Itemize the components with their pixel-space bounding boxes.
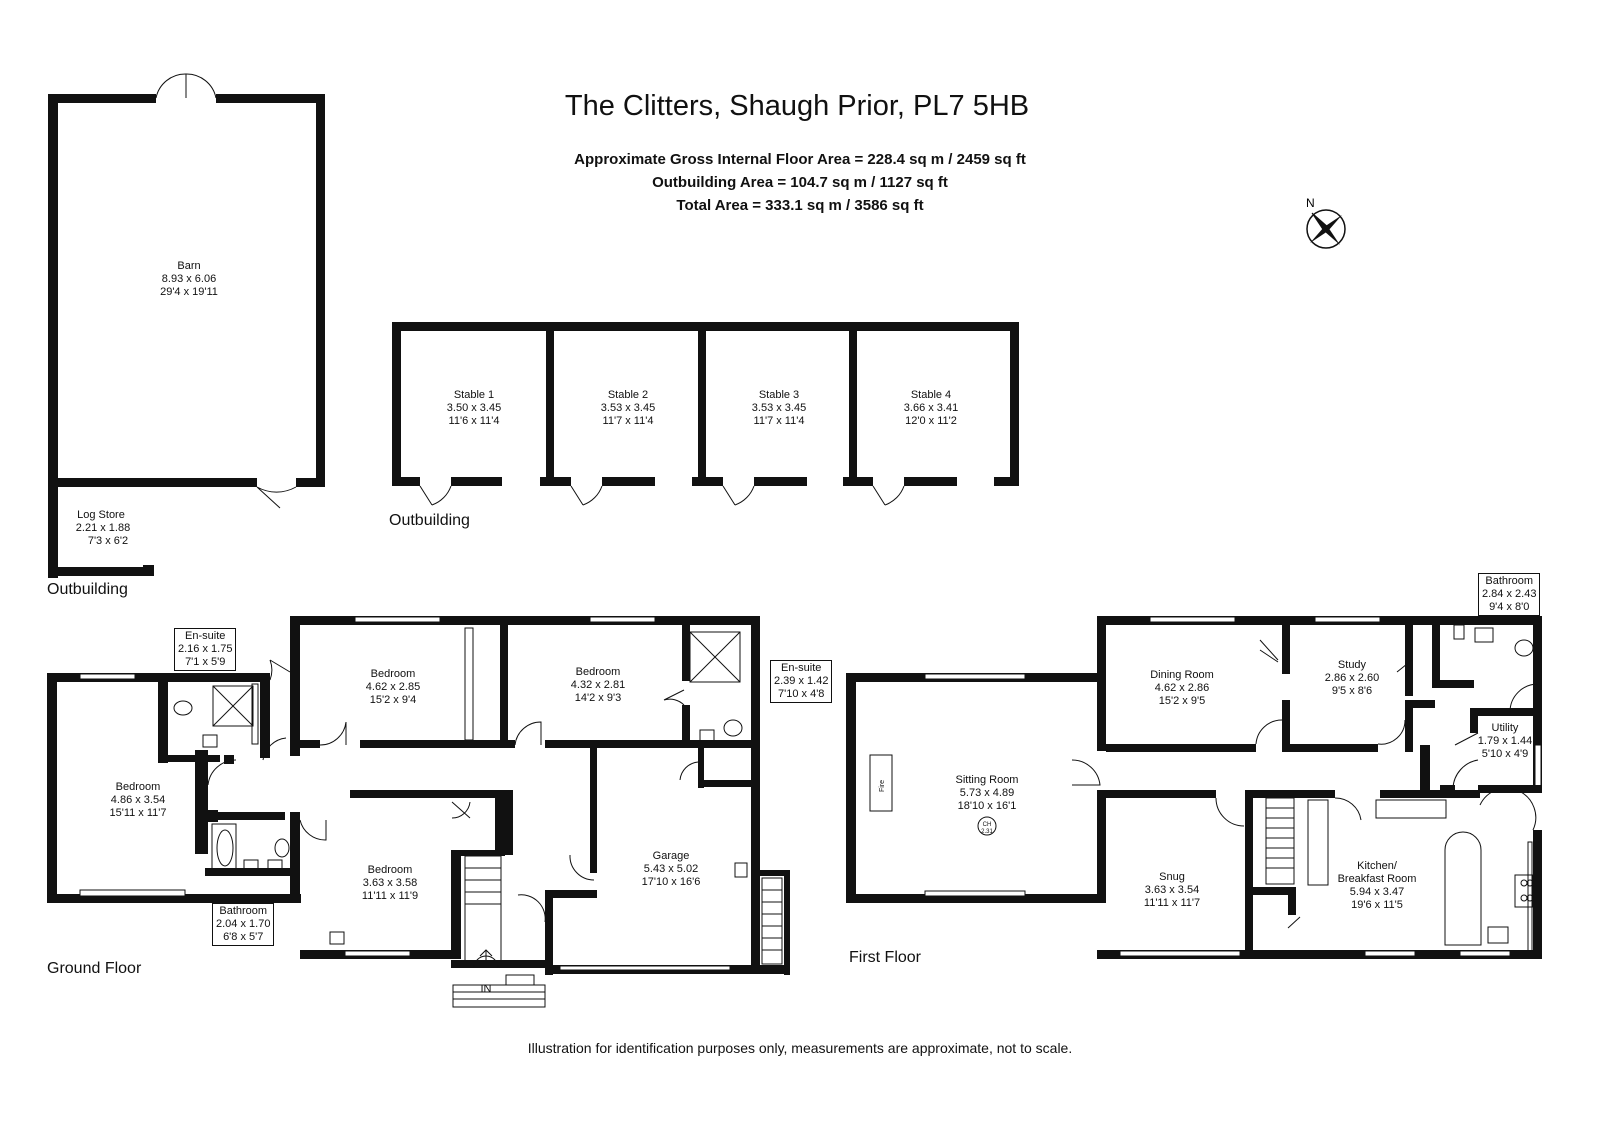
first-floor-walls xyxy=(846,616,1542,959)
svg-text:5'10 x 4'9: 5'10 x 4'9 xyxy=(1482,748,1528,760)
total-area: Total Area = 333.1 sq m / 3586 sq ft xyxy=(676,197,924,214)
fire-label: Fire xyxy=(879,780,886,792)
ground-floor-walls xyxy=(47,616,790,975)
svg-text:11'11 x 11'9: 11'11 x 11'9 xyxy=(362,890,418,902)
svg-text:Barn: Barn xyxy=(177,260,200,272)
section-label-ground-floor: Ground Floor xyxy=(47,960,142,977)
svg-text:3.66 x 3.41: 3.66 x 3.41 xyxy=(904,402,958,414)
svg-text:Bedroom: Bedroom xyxy=(576,666,621,678)
entrance-label: IN xyxy=(481,983,492,995)
svg-text:Stable 3: Stable 3 xyxy=(759,389,799,401)
compass-north-label: N xyxy=(1306,196,1315,210)
gf-bedroom-mid-label: Bedroom 3.63 x 3.58 11'11 x 11'9 xyxy=(362,864,418,902)
svg-text:2.86 x 2.60: 2.86 x 2.60 xyxy=(1325,672,1379,684)
svg-text:Stable 4: Stable 4 xyxy=(911,389,951,401)
svg-text:2.21 x 1.88: 2.21 x 1.88 xyxy=(76,522,130,534)
barn-label: Barn 8.93 x 6.06 29'4 x 19'11 xyxy=(160,260,218,298)
svg-text:Log Store: Log Store xyxy=(77,509,125,521)
svg-text:4.62 x 2.85: 4.62 x 2.85 xyxy=(366,681,420,693)
svg-text:Stable 2: Stable 2 xyxy=(608,389,648,401)
svg-text:11'11 x 11'7: 11'11 x 11'7 xyxy=(1144,897,1200,909)
svg-text:8.93 x 6.06: 8.93 x 6.06 xyxy=(162,273,216,285)
svg-text:3.63 x 3.58: 3.63 x 3.58 xyxy=(363,877,417,889)
first-floor-stairs xyxy=(1265,624,1539,953)
svg-text:4.32 x 2.81: 4.32 x 2.81 xyxy=(571,679,625,691)
svg-text:5.94 x 3.47: 5.94 x 3.47 xyxy=(1350,886,1404,898)
ch-height-label: 2.31 xyxy=(981,829,993,835)
svg-text:1.79 x 1.44: 1.79 x 1.44 xyxy=(1478,735,1532,747)
gf-bedroom-top1-label: Bedroom 4.62 x 2.85 15'2 x 9'4 xyxy=(366,668,420,706)
section-label-outbuilding-barn: Outbuilding xyxy=(47,581,128,598)
svg-text:Bedroom: Bedroom xyxy=(371,668,416,680)
svg-text:11'7 x 11'4: 11'7 x 11'4 xyxy=(754,415,805,427)
svg-text:17'10 x 16'6: 17'10 x 16'6 xyxy=(642,876,701,888)
stable4-label: Stable 4 3.66 x 3.41 12'0 x 11'2 xyxy=(904,389,958,427)
svg-text:12'0 x 11'2: 12'0 x 11'2 xyxy=(905,415,957,427)
stables-walls xyxy=(392,322,1019,506)
plan-title: The Clitters, Shaugh Prior, PL7 5HB xyxy=(564,90,1030,122)
svg-text:15'11 x 11'7: 15'11 x 11'7 xyxy=(109,807,166,819)
ground-floor-doors xyxy=(207,659,699,923)
svg-text:7'3 x 6'2: 7'3 x 6'2 xyxy=(88,535,128,547)
ground-floor-stairs xyxy=(452,855,783,1008)
svg-text:15'2 x 9'5: 15'2 x 9'5 xyxy=(1159,695,1205,707)
svg-text:19'6 x 11'5: 19'6 x 11'5 xyxy=(1351,899,1403,911)
disclaimer: Illustration for identification purposes… xyxy=(527,1040,1073,1056)
svg-text:29'4 x 19'11: 29'4 x 19'11 xyxy=(160,286,218,298)
svg-text:9'5 x 8'6: 9'5 x 8'6 xyxy=(1332,685,1372,697)
svg-text:3.63 x 3.54: 3.63 x 3.54 xyxy=(1145,884,1199,896)
dining-room-label: Dining Room 4.62 x 2.86 15'2 x 9'5 xyxy=(1150,669,1214,707)
snug-label: Snug 3.63 x 3.54 11'11 x 11'7 xyxy=(1144,871,1200,909)
svg-text:4.86 x 3.54: 4.86 x 3.54 xyxy=(111,794,165,806)
svg-text:Bedroom: Bedroom xyxy=(368,864,413,876)
svg-text:3.50 x 3.45: 3.50 x 3.45 xyxy=(447,402,501,414)
first-floor-fixtures xyxy=(869,754,997,836)
svg-text:Breakfast Room: Breakfast Room xyxy=(1338,873,1417,885)
ff-bathroom-label: Bathroom 2.84 x 2.43 9'4 x 8'0 xyxy=(1478,573,1541,616)
svg-text:Sitting Room: Sitting Room xyxy=(956,774,1019,786)
svg-text:15'2 x 9'4: 15'2 x 9'4 xyxy=(370,694,416,706)
gf-bedroom-top2-label: Bedroom 4.32 x 2.81 14'2 x 9'3 xyxy=(571,666,625,704)
svg-text:Bedroom: Bedroom xyxy=(116,781,161,793)
svg-text:14'2 x 9'3: 14'2 x 9'3 xyxy=(575,692,621,704)
svg-text:3.53 x 3.45: 3.53 x 3.45 xyxy=(752,402,806,414)
gf-ensuite-right-label: En-suite 2.39 x 1.42 7'10 x 4'8 xyxy=(770,660,833,703)
gross-area: Approximate Gross Internal Floor Area = … xyxy=(574,151,1026,168)
ch-label: CH xyxy=(983,822,992,828)
outbuilding-area: Outbuilding Area = 104.7 sq m / 1127 sq … xyxy=(652,174,948,191)
svg-text:3.53 x 3.45: 3.53 x 3.45 xyxy=(601,402,655,414)
stable3-label: Stable 3 3.53 x 3.45 11'7 x 11'4 xyxy=(752,389,806,427)
stable1-label: Stable 1 3.50 x 3.45 11'6 x 11'4 xyxy=(447,389,501,427)
svg-text:5.43 x 5.02: 5.43 x 5.02 xyxy=(644,863,698,875)
garage-label: Garage 5.43 x 5.02 17'10 x 16'6 xyxy=(642,850,701,888)
svg-text:Dining Room: Dining Room xyxy=(1150,669,1214,681)
svg-text:Kitchen/: Kitchen/ xyxy=(1357,860,1398,872)
section-label-first-floor: First Floor xyxy=(849,949,921,966)
study-label: Study 2.86 x 2.60 9'5 x 8'6 xyxy=(1325,659,1379,697)
kitchen-label: Kitchen/ Breakfast Room 5.94 x 3.47 19'6… xyxy=(1338,860,1417,911)
compass-rose-icon xyxy=(1306,209,1346,249)
gf-bathroom-label: Bathroom 2.04 x 1.70 6'8 x 5'7 xyxy=(212,903,275,946)
log-store-label: Log Store 2.21 x 1.88 7'3 x 6'2 xyxy=(76,509,130,547)
section-label-outbuilding-stables: Outbuilding xyxy=(389,512,470,529)
svg-text:Snug: Snug xyxy=(1159,871,1185,883)
sitting-room-label: Sitting Room 5.73 x 4.89 18'10 x 16'1 xyxy=(956,774,1019,812)
gf-bedroom-left-label: Bedroom 4.86 x 3.54 15'11 x 11'7 xyxy=(109,781,166,819)
svg-text:Study: Study xyxy=(1338,659,1367,671)
svg-text:11'7 x 11'4: 11'7 x 11'4 xyxy=(603,415,654,427)
utility-label: Utility 1.79 x 1.44 5'10 x 4'9 xyxy=(1478,722,1532,760)
svg-text:Stable 1: Stable 1 xyxy=(454,389,494,401)
ground-floor-fixtures xyxy=(173,631,748,969)
svg-text:18'10 x 16'1: 18'10 x 16'1 xyxy=(958,800,1017,812)
svg-text:11'6 x 11'4: 11'6 x 11'4 xyxy=(449,415,500,427)
barn-walls xyxy=(48,73,325,578)
stable2-label: Stable 2 3.53 x 3.45 11'7 x 11'4 xyxy=(601,389,655,427)
svg-text:5.73 x 4.89: 5.73 x 4.89 xyxy=(960,787,1014,799)
svg-text:Garage: Garage xyxy=(653,850,690,862)
first-floor-doors xyxy=(1071,639,1537,929)
gf-ensuite-left-label: En-suite 2.16 x 1.75 7'1 x 5'9 xyxy=(174,628,237,671)
svg-text:4.62 x 2.86: 4.62 x 2.86 xyxy=(1155,682,1209,694)
svg-text:Utility: Utility xyxy=(1492,722,1519,734)
